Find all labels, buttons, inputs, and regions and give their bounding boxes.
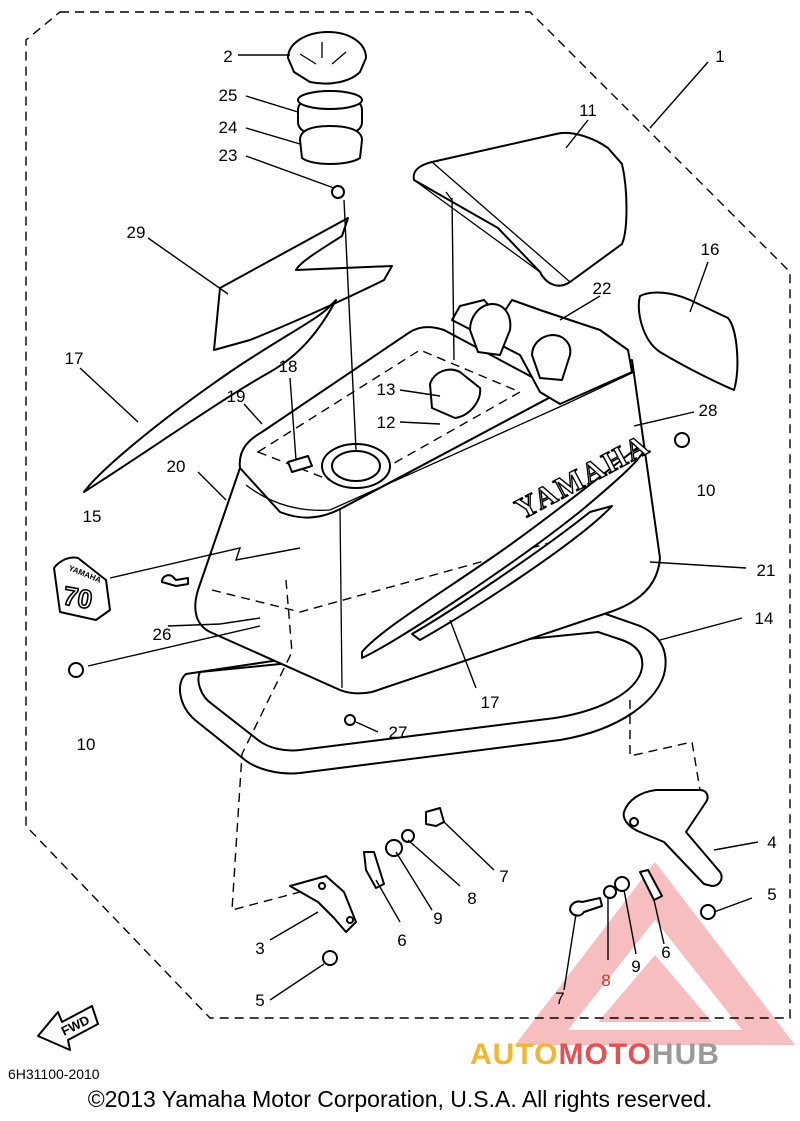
callout-11: 11 bbox=[579, 101, 597, 120]
part-1-top-cowling: YAMAHA bbox=[194, 299, 661, 695]
part-3-bracket-left bbox=[289, 875, 357, 933]
callout-26: 26 bbox=[153, 625, 172, 644]
callout-17-upper: 17 bbox=[65, 349, 84, 368]
watermark-part-1: AUTO bbox=[470, 1038, 559, 1071]
callout-labels: 1 2 25 24 23 11 29 16 22 17 18 19 13 12 … bbox=[65, 47, 777, 1010]
watermark-logo-triangle bbox=[515, 862, 795, 1045]
part-6-clip-right bbox=[639, 869, 663, 901]
part-7-bolt-left bbox=[425, 807, 445, 827]
callout-21: 21 bbox=[757, 561, 776, 580]
callout-8-left: 8 bbox=[467, 889, 476, 908]
part-4-bracket-right bbox=[622, 789, 723, 887]
callout-2: 2 bbox=[223, 47, 232, 66]
callout-10-left: 10 bbox=[77, 735, 96, 754]
callout-3: 3 bbox=[255, 939, 264, 958]
callout-29: 29 bbox=[127, 223, 146, 242]
callout-16: 16 bbox=[701, 240, 720, 259]
assembly-boundary bbox=[25, 11, 791, 1019]
callout-13: 13 bbox=[377, 380, 396, 399]
part-11-hood bbox=[412, 132, 628, 287]
callout-23: 23 bbox=[219, 146, 238, 165]
callout-24: 24 bbox=[219, 118, 238, 137]
part-17-stripe-upper bbox=[83, 299, 337, 493]
callout-19: 19 bbox=[227, 387, 246, 406]
callout-1: 1 bbox=[715, 47, 724, 66]
callout-18: 18 bbox=[279, 357, 298, 376]
callout-9-left: 9 bbox=[433, 909, 442, 928]
callout-17-lower: 17 bbox=[481, 693, 500, 712]
watermark-part-3: HUB bbox=[651, 1038, 720, 1071]
callout-15: 15 bbox=[83, 507, 102, 526]
callout-12: 12 bbox=[377, 413, 396, 432]
part-9-washer-left bbox=[385, 839, 403, 857]
callout-4: 4 bbox=[767, 833, 776, 852]
callout-5-left: 5 bbox=[255, 991, 264, 1010]
fuel-cap-assembly bbox=[287, 31, 367, 199]
decal-number-text: 70 bbox=[61, 580, 95, 615]
watermark-wordmark: AUTOMOTOHUB bbox=[470, 1038, 720, 1072]
part-15-decal: YAMAHA 70 bbox=[53, 556, 111, 621]
callout-28: 28 bbox=[699, 401, 718, 420]
forward-direction-arrow: FWD bbox=[37, 1005, 99, 1051]
callout-7-upper: 7 bbox=[499, 867, 508, 886]
part-5-nut-right bbox=[700, 904, 716, 920]
part-7-bolt-right bbox=[569, 897, 603, 917]
part-27-grommet bbox=[344, 714, 356, 726]
watermark-part-2: MOTO bbox=[558, 1038, 652, 1071]
callout-7-lower: 7 bbox=[555, 989, 564, 1008]
diagram-code: 6H31100-2010 bbox=[8, 1066, 100, 1082]
part-9-washer-right bbox=[614, 876, 630, 892]
callout-14: 14 bbox=[755, 609, 774, 628]
part-6-clip-left bbox=[363, 851, 385, 889]
part-5-nut-left bbox=[322, 950, 338, 966]
callout-10-right: 10 bbox=[697, 481, 716, 500]
callout-6-right: 6 bbox=[661, 943, 670, 962]
callout-8-right: 8 bbox=[601, 971, 610, 990]
part-8-washer-left bbox=[401, 829, 415, 843]
part-8-washer-right bbox=[603, 885, 617, 899]
part-16-decal bbox=[637, 291, 739, 391]
part-29-stripe bbox=[213, 217, 393, 351]
part-10-grommet-left bbox=[68, 662, 84, 678]
leader-lines bbox=[79, 54, 759, 1001]
callout-9-right: 9 bbox=[631, 957, 640, 976]
callout-25: 25 bbox=[219, 86, 238, 105]
callout-27: 27 bbox=[389, 723, 408, 742]
part-10-grommet-right bbox=[674, 432, 690, 448]
callout-22: 22 bbox=[593, 279, 612, 298]
copyright-notice: ©2013 Yamaha Motor Corporation, U.S.A. A… bbox=[87, 1086, 713, 1112]
part-26-screw bbox=[161, 574, 189, 587]
callout-20: 20 bbox=[167, 457, 186, 476]
callout-5-right: 5 bbox=[767, 885, 776, 904]
callout-6-left: 6 bbox=[397, 931, 406, 950]
